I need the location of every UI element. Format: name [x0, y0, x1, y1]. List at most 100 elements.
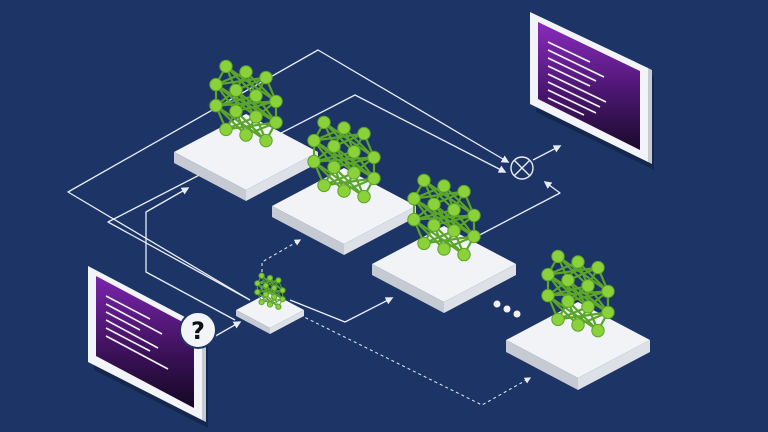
network-edge	[413, 208, 455, 221]
network-edge	[423, 235, 475, 245]
network-node	[229, 104, 243, 118]
network-node	[249, 89, 263, 103]
network-edge	[333, 156, 375, 169]
network-node	[275, 277, 282, 284]
dashed-connectors	[261, 239, 532, 406]
network-node	[551, 249, 565, 264]
network-node	[591, 323, 605, 338]
network-node	[541, 288, 555, 303]
network-node	[337, 184, 351, 198]
neural-network-icon-expert-4	[541, 249, 615, 338]
network-node	[239, 128, 253, 142]
network-edge	[567, 290, 609, 303]
network-node	[551, 312, 565, 327]
network-node	[561, 273, 575, 287]
network-edge	[257, 279, 279, 284]
connector-input-to-router	[211, 321, 242, 339]
network-node	[417, 236, 431, 251]
network-node	[357, 189, 371, 204]
network-node	[209, 77, 223, 92]
network-node	[262, 291, 269, 298]
platforms	[174, 114, 650, 390]
network-node	[275, 303, 282, 310]
network-node	[581, 300, 595, 314]
platform-expert-1	[174, 114, 318, 201]
network-node	[367, 171, 381, 186]
network-node	[327, 139, 341, 153]
neural-networks	[209, 59, 615, 338]
network-node	[269, 115, 283, 130]
network-node	[259, 133, 273, 148]
network-edge	[433, 214, 475, 227]
network-node	[317, 178, 331, 193]
network-edge	[557, 311, 609, 321]
network-node	[279, 287, 286, 294]
question-mark-icon: ?	[179, 311, 217, 349]
network-node	[347, 145, 361, 159]
network-node	[457, 247, 471, 262]
network-node	[262, 282, 269, 289]
network-edge	[215, 76, 267, 86]
connector-to-expert-1	[145, 187, 236, 321]
network-node	[347, 166, 361, 180]
network-node	[541, 267, 555, 282]
connector-combiner-to-output	[532, 145, 562, 161]
network-node	[259, 70, 273, 85]
network-node	[239, 65, 253, 79]
network-node	[307, 133, 321, 148]
network-edge	[547, 266, 599, 276]
network-node	[561, 294, 575, 308]
network-node	[467, 208, 481, 223]
network-edge	[323, 177, 375, 187]
network-edge	[313, 156, 375, 163]
network-node	[317, 115, 331, 130]
network-node	[417, 173, 431, 188]
network-node	[467, 229, 481, 244]
platform-router	[236, 292, 304, 334]
network-node	[249, 110, 263, 124]
network-node	[258, 299, 265, 306]
network-node	[219, 122, 233, 137]
network-node	[427, 197, 441, 211]
network-node	[571, 318, 585, 332]
circle-cross-icon	[510, 156, 534, 180]
connector-to-expert-3	[289, 297, 394, 323]
network-node	[307, 154, 321, 169]
network-edge	[313, 132, 365, 142]
connector-outer-loop	[67, 49, 510, 301]
network-node	[447, 203, 461, 217]
network-node	[219, 59, 233, 74]
platform-expert-3	[372, 226, 516, 313]
network-node	[266, 274, 274, 282]
input-screen	[88, 266, 208, 428]
network-node	[279, 296, 286, 303]
network-node	[254, 280, 261, 287]
neural-network-icon-router	[254, 272, 286, 310]
network-node	[254, 289, 261, 296]
network-node	[337, 121, 351, 135]
network-node	[209, 98, 223, 113]
connector-expert3-to-combiner	[469, 181, 561, 241]
output-screen	[530, 12, 654, 170]
network-edge	[261, 298, 283, 303]
network-node	[407, 191, 421, 206]
network-node	[437, 179, 451, 193]
output-text-lines	[547, 41, 607, 116]
network-node	[271, 293, 278, 300]
network-node	[591, 260, 605, 275]
network-node	[571, 255, 585, 269]
network-node	[271, 284, 278, 292]
question-badge-text: ?	[191, 317, 205, 345]
network-edge	[313, 150, 355, 163]
network-node	[367, 150, 381, 165]
network-node	[601, 305, 615, 320]
network-edge	[215, 94, 257, 107]
platform-expert-2	[272, 168, 416, 255]
network-node	[581, 279, 595, 293]
network-node	[357, 126, 371, 141]
network-node	[457, 184, 471, 199]
network-edge	[413, 214, 475, 221]
network-node	[601, 284, 615, 299]
